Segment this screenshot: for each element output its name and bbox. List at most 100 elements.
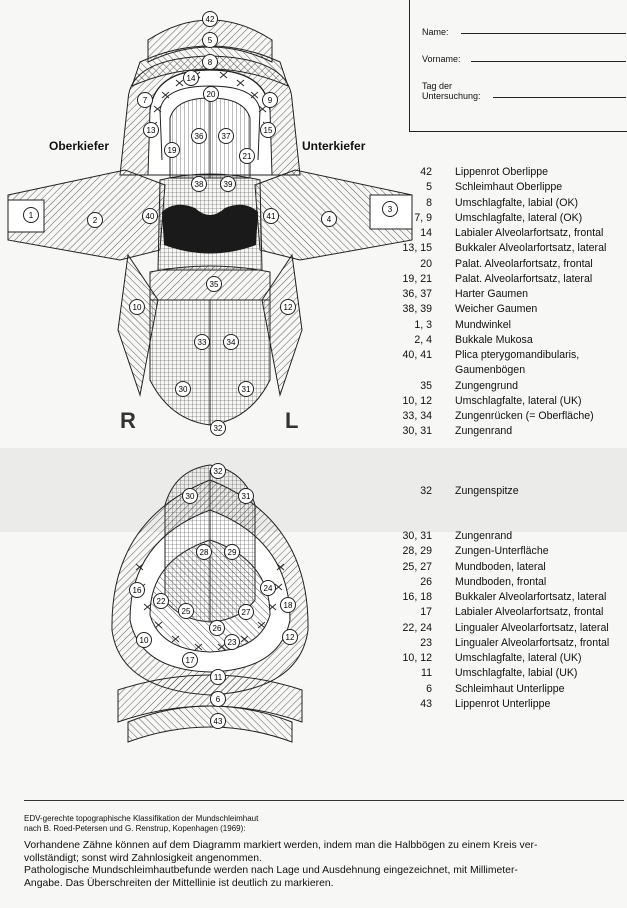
region-marker-28: 28 — [197, 545, 212, 560]
svg-text:4: 4 — [327, 215, 332, 224]
region-marker-17: 17 — [183, 653, 198, 668]
region-marker-26: 26 — [210, 621, 225, 636]
legend-row: 17Labialer Alveolarfortsatz, frontal — [392, 605, 627, 620]
legend-row: 22, 24Lingualer Alveolarfortsatz, latera… — [392, 621, 627, 636]
svg-text:14: 14 — [187, 74, 196, 83]
legend-term: Zungenspitze — [455, 484, 519, 499]
svg-text:28: 28 — [200, 548, 209, 557]
region-marker-5: 5 — [203, 33, 218, 48]
legend-term: Palat. Alveolarfortsatz, lateral — [455, 272, 592, 287]
legend-row: 42Lippenrot Oberlippe — [392, 165, 627, 180]
legend-row: 40, 41Plica pterygomandibularis, — [392, 348, 627, 363]
legend-number: 30, 31 — [403, 529, 432, 544]
svg-text:21: 21 — [243, 152, 252, 161]
reference-line-2: nach B. Roed-Petersen und G. Renstrup, K… — [24, 824, 624, 834]
svg-text:34: 34 — [227, 338, 236, 347]
legend-term: Bukkaler Alveolarfortsatz, lateral — [455, 590, 606, 605]
date-field[interactable] — [493, 97, 626, 98]
reference: EDV-gerechte topographische Klassifikati… — [24, 814, 624, 834]
legend-number: 23 — [420, 636, 432, 651]
legend-row: 5Schleimhaut Oberlippe — [392, 180, 627, 195]
footer: EDV-gerechte topographische Klassifikati… — [24, 800, 624, 890]
region-marker-7: 7 — [138, 93, 153, 108]
legend-row: 30, 31 Zungenrand — [392, 529, 627, 544]
legend-row: 20 Palat. Alveolarfortsatz, frontal — [392, 257, 627, 272]
legend-term: Zungenrand — [455, 529, 512, 544]
region-marker-36: 36 — [192, 129, 207, 144]
region-marker-21: 21 — [240, 149, 255, 164]
legend-row: 19, 21 Palat. Alveolarfortsatz, lateral — [392, 272, 627, 287]
svg-text:11: 11 — [214, 673, 223, 682]
svg-text:16: 16 — [133, 586, 142, 595]
reference-line-1: EDV-gerechte topographische Klassifikati… — [24, 814, 624, 824]
legend-number: 26 — [420, 575, 432, 590]
legend-number: 33, 34 — [403, 409, 432, 424]
svg-text:32: 32 — [214, 424, 223, 433]
name-field[interactable] — [461, 33, 626, 34]
svg-text:26: 26 — [213, 624, 222, 633]
vorname-field[interactable] — [471, 61, 626, 62]
legend-term: Palat. Alveolarfortsatz, frontal — [455, 257, 593, 272]
svg-text:8: 8 — [208, 58, 213, 67]
region-marker-15: 15 — [261, 123, 276, 138]
svg-text:38: 38 — [195, 180, 204, 189]
legend-number: 7, 9 — [414, 211, 432, 226]
region-marker-27: 27 — [239, 605, 254, 620]
svg-text:10: 10 — [140, 636, 149, 645]
region-marker-4: 4 — [322, 212, 337, 227]
legend-term: Mundwinkel — [455, 318, 511, 333]
tag-label-2: Untersuchung: — [422, 91, 481, 101]
legend-number: 10, 12 — [403, 651, 432, 666]
svg-text:42: 42 — [206, 15, 215, 24]
legend-number: 1, 3 — [414, 318, 432, 333]
legend-number: 6 — [426, 682, 432, 697]
legend-number: 10, 12 — [403, 394, 432, 409]
svg-text:2: 2 — [93, 216, 98, 225]
region-marker-10: 10 — [130, 300, 145, 315]
svg-text:30: 30 — [186, 492, 195, 501]
legend-number: 20 — [420, 257, 432, 272]
region-marker-22: 22 — [154, 594, 169, 609]
svg-text:22: 22 — [157, 597, 166, 606]
legend-number: 8 — [426, 196, 432, 211]
legend-term: Zungengrund — [455, 379, 518, 394]
svg-text:1: 1 — [29, 211, 34, 220]
svg-text:12: 12 — [286, 633, 295, 642]
legend-row: 10, 12Umschlagfalte, lateral (UK) — [392, 394, 627, 409]
legend-row: 36, 37Harter Gaumen — [392, 287, 627, 302]
svg-text:13: 13 — [147, 126, 156, 135]
legend-term: Zungen-Unterfläche — [455, 544, 549, 559]
legend-row: 43Lippenrot Unterlippe — [392, 697, 627, 712]
tag-label-1: Tag der — [422, 81, 452, 91]
region-marker-34: 34 — [224, 335, 239, 350]
region-marker-8: 8 — [203, 55, 218, 70]
svg-text:30: 30 — [179, 385, 188, 394]
region-marker-40: 40 — [143, 209, 158, 224]
region-marker-10: 10 — [137, 633, 152, 648]
legend-term: Umschlagfalte, labial (UK) — [455, 666, 577, 681]
legend-number: 19, 21 — [403, 272, 432, 287]
legend-number: 16, 18 — [403, 590, 432, 605]
legend-term: Labialer Alveolarfortsatz, frontal — [455, 226, 603, 241]
legend-term: Bukkaler Alveolarfortsatz, lateral — [455, 241, 606, 256]
region-marker-33: 33 — [195, 335, 210, 350]
svg-text:27: 27 — [242, 608, 251, 617]
region-marker-9: 9 — [263, 93, 278, 108]
region-marker-31: 31 — [239, 382, 254, 397]
region-marker-32: 32 — [211, 421, 226, 436]
legend-term: Labialer Alveolarfortsatz, frontal — [455, 605, 603, 620]
upper-jaw-diagram — [8, 20, 412, 425]
region-marker-12: 12 — [283, 630, 298, 645]
legend-term: Schleimhaut Oberlippe — [455, 180, 562, 195]
legend-number: 2, 4 — [414, 333, 432, 348]
left-side-label: L — [285, 408, 298, 434]
legend-term: Bukkale Mukosa — [455, 333, 533, 348]
svg-text:9: 9 — [268, 96, 273, 105]
legend-term: Harter Gaumen — [455, 287, 528, 302]
legend-row: 28, 29Zungen-Unterfläche — [392, 544, 627, 559]
svg-text:25: 25 — [182, 607, 191, 616]
legend-number: 14 — [420, 226, 432, 241]
